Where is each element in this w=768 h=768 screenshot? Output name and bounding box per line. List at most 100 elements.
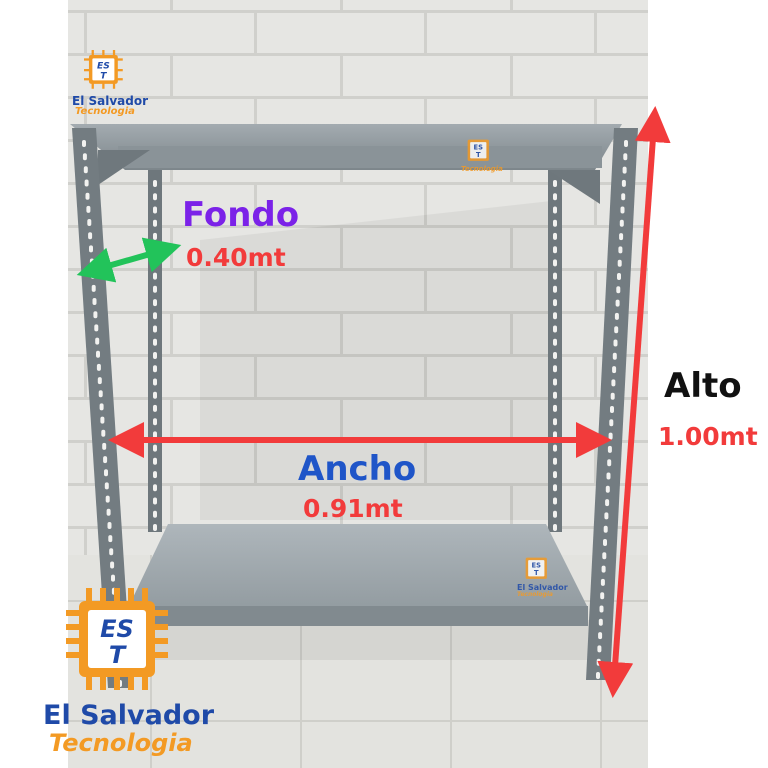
post-hole	[102, 442, 107, 450]
post-hole	[92, 298, 97, 305]
post-hole	[553, 246, 557, 254]
svg-text:T: T	[100, 72, 107, 82]
brand-name-line2: Tecnologia	[461, 165, 503, 173]
post-hole	[153, 404, 157, 412]
post-hole	[553, 510, 557, 518]
post-hole	[153, 352, 157, 359]
post-hole	[603, 539, 607, 546]
top-right-gusset	[548, 170, 600, 204]
svg-text:ES: ES	[474, 144, 484, 152]
post-hole	[611, 379, 616, 387]
post-hole	[553, 285, 557, 293]
post-hole	[95, 337, 100, 345]
post-hole	[553, 365, 557, 373]
post-hole	[622, 166, 627, 174]
post-hole	[153, 484, 157, 492]
post-hole	[153, 524, 157, 531]
post-hole	[90, 271, 95, 279]
post-hole	[153, 285, 157, 293]
chip-logo-icon: ES T	[525, 557, 547, 579]
post-hole	[93, 311, 98, 319]
post-hole	[153, 232, 157, 240]
post-hole	[553, 457, 557, 465]
post-hole	[104, 482, 109, 490]
post-hole	[153, 338, 157, 346]
post-hole	[553, 206, 557, 214]
brand-name-line2: Tecnologia	[49, 729, 193, 757]
brand-watermark-top: Tecnologia	[461, 166, 503, 173]
post-hole	[553, 471, 557, 479]
post-hole	[598, 618, 603, 626]
bottom-shelf-edge	[128, 606, 588, 626]
post-hole	[614, 312, 619, 320]
post-hole	[612, 366, 617, 374]
post-hole	[553, 180, 557, 187]
post-hole	[108, 535, 113, 543]
post-hole	[96, 350, 100, 358]
post-hole	[153, 497, 157, 505]
post-hole	[553, 272, 557, 280]
post-hole	[85, 192, 90, 200]
post-hole	[153, 299, 157, 307]
post-hole	[153, 312, 157, 320]
fondo-arrow	[76, 237, 182, 283]
post-hole	[107, 522, 112, 529]
post-hole	[597, 645, 602, 653]
post-hole	[553, 219, 557, 227]
post-hole	[553, 444, 557, 452]
post-hole	[553, 352, 557, 359]
post-hole	[606, 472, 611, 480]
svg-text:ES: ES	[532, 562, 542, 570]
post-hole	[553, 338, 557, 346]
post-hole	[82, 153, 87, 161]
post-hole	[553, 232, 557, 240]
post-hole	[603, 525, 608, 533]
post-hole	[89, 258, 94, 266]
post-hole	[616, 286, 621, 294]
post-hole	[82, 140, 86, 147]
post-hole	[153, 259, 157, 267]
brand-name-line1: El Salvador	[72, 94, 149, 108]
bottom-shelf-panel	[128, 524, 588, 608]
post-hole	[153, 193, 157, 201]
post-hole	[624, 140, 628, 147]
post-hole	[553, 312, 557, 320]
post-hole	[621, 179, 626, 187]
post-hole	[620, 206, 625, 214]
post-hole	[605, 485, 610, 493]
post-hole	[94, 324, 99, 332]
post-hole	[87, 219, 92, 226]
svg-text:ES: ES	[97, 62, 110, 72]
post-hole	[614, 326, 619, 334]
post-hole	[99, 403, 104, 411]
post-hole	[109, 548, 114, 556]
post-hole	[153, 378, 157, 386]
top-shelf-edge	[118, 146, 602, 168]
post-hole	[105, 495, 110, 503]
post-hole	[604, 512, 609, 520]
brand-name-line2: Tecnologia	[517, 591, 553, 598]
brand-name-line2: Tecnologia	[75, 106, 135, 117]
post-hole	[153, 457, 157, 465]
post-hole	[91, 284, 96, 292]
brand-watermark-bottom: El Salvador Tecnologia	[517, 584, 568, 598]
chip-logo-icon: ES T	[467, 139, 489, 161]
post-hole	[612, 352, 617, 360]
post-hole	[153, 272, 157, 280]
post-hole	[605, 499, 610, 507]
floor-shadow	[120, 620, 600, 660]
post-hole	[153, 444, 157, 452]
fondo-value: 0.40mt	[186, 243, 286, 272]
post-hole	[100, 416, 105, 424]
post-hole	[153, 219, 157, 227]
top-left-gusset	[98, 150, 150, 185]
brand-name-line1: El Salvador	[517, 583, 568, 592]
post-hole	[104, 469, 108, 477]
post-hole	[607, 459, 612, 467]
post-hole	[621, 193, 626, 201]
post-hole	[84, 179, 89, 187]
alto-label: Alto	[664, 366, 742, 406]
post-hole	[96, 363, 101, 371]
alto-arrow	[597, 106, 671, 698]
